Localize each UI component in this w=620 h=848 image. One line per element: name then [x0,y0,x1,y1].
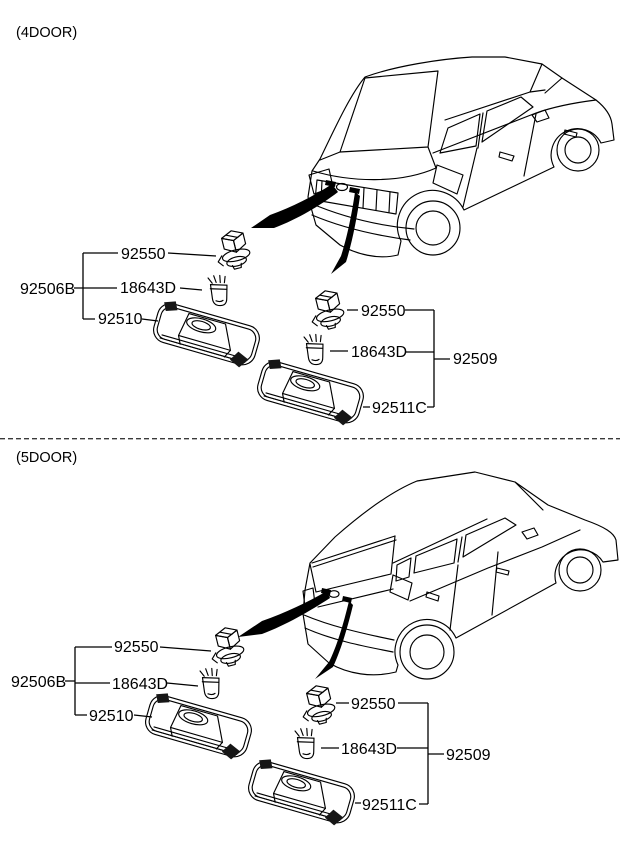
part-number-label: 18643D [351,344,407,361]
side-mirror [521,527,539,540]
bulb-socket-drawing [296,682,339,729]
arrow-to-right-lamp-location [331,192,360,274]
part-number-label: 92550 [114,639,159,656]
lamp-housing-drawing [141,688,256,764]
front-door-window [481,96,534,143]
part-number-label: 92510 [89,708,134,725]
license-lamp-location-left [325,180,336,187]
sedan-illustration [307,56,615,258]
rear-window [309,535,396,593]
section-title: (5DOOR) [16,450,77,466]
bulb-drawing [294,725,319,761]
car-body-outline [302,471,619,676]
trunk-edge [312,146,437,181]
a-pillar [514,481,544,511]
left-group-leader-lines [74,252,217,322]
bulb-drawing [303,331,328,367]
taillight-right [389,574,413,601]
side-mirror [531,109,550,123]
diagram-4door-section: (4DOOR) [16,25,615,430]
license-plate-recess [314,179,399,215]
belt-line [432,99,597,154]
part-number-label: 18643D [112,676,168,693]
part-number-label: 92511C [372,400,427,417]
emblem [335,182,349,192]
bulb-drawing [199,665,224,701]
bulb-socket-drawing [305,287,348,334]
belt-line [409,529,581,602]
section-title: (4DOOR) [16,25,77,41]
rear-window [339,70,439,153]
part-number-label: 92511C [362,797,417,814]
lamp-housing-drawing [149,296,264,372]
license-lamp-location-right [342,596,352,603]
rear-wheel [399,624,455,680]
rear-door-window [413,538,458,574]
part-number-label: 18643D [120,280,176,297]
taillight-right [432,164,464,195]
hatchback-illustration [302,471,619,680]
license-lamp-location-right [349,187,360,194]
front-wheel [556,128,600,172]
bulb-socket-drawing [211,227,254,274]
arrow-to-right-lamp-location [315,601,353,679]
bumper-lines [309,202,415,241]
group-part-number-label: 92506B [11,674,66,691]
door-gaps [462,113,537,208]
tailgate-top-edge [311,535,397,568]
lamp-housing-drawing [253,354,368,430]
b-pillar [477,112,484,149]
diagram-5door-section: (5DOOR) [0,438,620,830]
rear-wheel [405,200,461,256]
front-door-window [462,517,517,558]
rear-door-window [439,113,481,154]
part-number-label: 92550 [121,246,166,263]
part-number-label: 92550 [361,303,406,320]
a-pillar [529,63,563,94]
door-handles [425,567,510,602]
part-number-label: 92550 [351,696,396,713]
b-pillar [457,536,463,563]
car-body-outline [307,56,615,258]
quarter-window [395,557,412,582]
bulb-socket-drawing [205,624,248,671]
lamp-band [317,588,394,608]
emblem [328,590,340,598]
part-number-label: 92510 [98,311,143,328]
group-part-number-label: 92506B [20,281,75,298]
front-wheel [558,548,602,592]
assembly-part-number-label: 92509 [446,747,491,764]
right-group-leader-lines [330,309,450,408]
door-gaps [449,551,499,631]
assembly-part-number-label: 92509 [453,351,498,368]
part-number-label: 18643D [341,741,397,758]
left-group-leader-lines [65,646,212,718]
arrow-to-left-lamp-location [251,184,338,228]
lamp-housing-drawing [244,754,359,830]
bulb-drawing [207,272,232,308]
right-group-leader-lines [321,702,444,805]
arrow-to-left-lamp-location [238,591,330,637]
drip-rail [392,518,488,564]
